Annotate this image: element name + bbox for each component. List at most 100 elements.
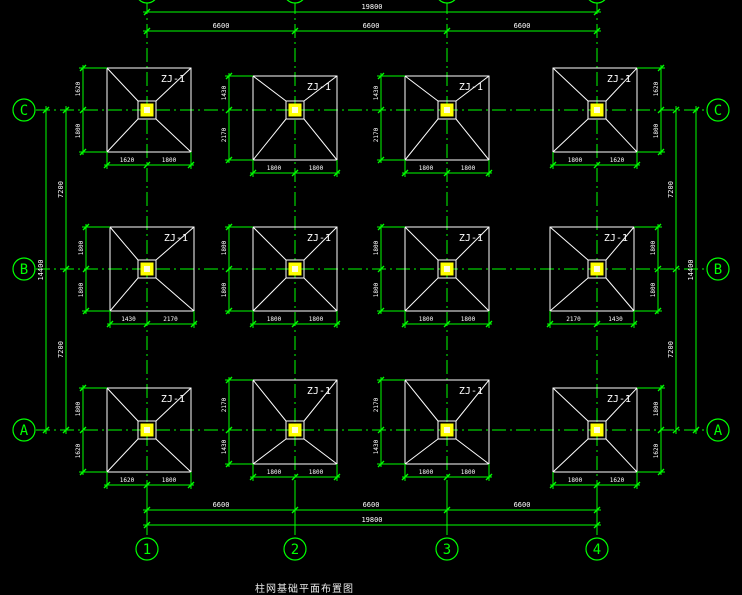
- dim-top-tick: [143, 27, 151, 35]
- dim-top-span-label: 6600: [213, 22, 230, 30]
- dim-top-span-label: 6600: [514, 22, 531, 30]
- footing-outline: [106, 67, 192, 153]
- footing-slope-line: [605, 438, 638, 473]
- footing-pedestal: [437, 259, 457, 279]
- footing-slope-line: [455, 75, 490, 102]
- footing-dim-label: 1430: [221, 85, 228, 100]
- footing-slope-line: [404, 118, 439, 161]
- footing-dim-tick: [657, 106, 665, 114]
- dim-bottom-span-label: 6600: [213, 501, 230, 509]
- footing-dim-tick: [593, 161, 601, 169]
- axis-bubble-left-C-label: C: [20, 103, 28, 119]
- footing-dim-tick: [443, 320, 451, 328]
- footing-dim-tick: [377, 426, 385, 434]
- footing-outline: [109, 226, 195, 312]
- footing-dim-label: 1800: [309, 469, 324, 476]
- footing-slope-line: [404, 75, 439, 102]
- footing-dim-tick: [549, 481, 557, 489]
- footing-dim-label: 1620: [653, 81, 660, 96]
- footing-outline: [404, 75, 490, 161]
- footing-dim-label: 1620: [120, 477, 135, 484]
- footing-tag: ZJ-1: [459, 82, 483, 93]
- footing-dim-tick: [657, 384, 665, 392]
- axis-bubble-top-1-label: 1: [143, 0, 151, 1]
- footing-slope-line: [404, 438, 439, 465]
- footing-dim-tick: [103, 481, 111, 489]
- footing-slope-line: [155, 277, 195, 312]
- footing-dim-label: 1800: [373, 240, 380, 255]
- footing-dim-tick: [633, 161, 641, 169]
- footing-outline: [552, 67, 638, 153]
- footing-dim-tick: [546, 320, 554, 328]
- footing-dim-label: 1430: [373, 439, 380, 454]
- footing-dim-tick: [654, 265, 662, 273]
- footing-dim-tick: [143, 161, 151, 169]
- footing-dim-tick: [225, 106, 233, 114]
- footing-dim-label: 1800: [162, 157, 177, 164]
- footing-dim-label: 1620: [120, 157, 135, 164]
- footing-slope-line: [552, 438, 589, 473]
- footing-pedestal: [285, 420, 305, 440]
- footing-tag: ZJ-1: [164, 233, 188, 244]
- footing-dim-tick: [630, 320, 638, 328]
- axis-bubble-left-A-circle: [12, 418, 36, 442]
- footing-dim-label: 1800: [309, 165, 324, 172]
- footing-dim-tick: [79, 106, 87, 114]
- footing-dim-label: 1800: [162, 477, 177, 484]
- footing-tag: ZJ-1: [459, 233, 483, 244]
- column-section-core: [444, 266, 450, 272]
- footing-slope-line: [552, 67, 589, 102]
- footing-slope-line: [455, 379, 490, 422]
- footing-dim-tick: [225, 307, 233, 315]
- footing-slope-line: [303, 438, 338, 465]
- axis-bubble-left-B-label: B: [20, 262, 28, 278]
- dim-bottom-overall-label: 19800: [361, 516, 382, 524]
- footing-dim-tick: [654, 307, 662, 315]
- footing-outline: [106, 387, 192, 473]
- footing-dim-label: 1620: [610, 477, 625, 484]
- footing-dim-label: 1620: [75, 443, 82, 458]
- footing-dim-label: 1800: [221, 240, 228, 255]
- footing-slope-line: [455, 226, 490, 261]
- footing-slope-line: [303, 75, 338, 102]
- footing-dim-label: 1800: [650, 282, 657, 297]
- footing-slope-line: [155, 118, 192, 153]
- dim-right-tick: [672, 265, 680, 273]
- dim-left-span-label: 7200: [57, 341, 65, 358]
- footing-dim-tick: [225, 376, 233, 384]
- footing-dim-label: 1800: [267, 316, 282, 323]
- axis-bubble-left-C-circle: [12, 98, 36, 122]
- footing-slope-line: [303, 277, 338, 312]
- footing-dim-tick: [187, 161, 195, 169]
- footing-dim-tick: [401, 473, 409, 481]
- footing-slope-line: [552, 118, 589, 153]
- footing-dim-label: 1800: [309, 316, 324, 323]
- axis-bubble-top-4-label: 4: [593, 0, 601, 1]
- footing-dim-label: 1800: [419, 316, 434, 323]
- footing-dim-label: 1800: [650, 240, 657, 255]
- dim-right-tick: [672, 426, 680, 434]
- column-section-core: [444, 427, 450, 433]
- footing-slope-line: [404, 379, 439, 422]
- dim-top-tick: [593, 27, 601, 35]
- column-section-core: [292, 427, 298, 433]
- footing-pedestal: [285, 100, 305, 120]
- footing-dim-label: 2170: [163, 316, 178, 323]
- footing-dim-tick: [79, 426, 87, 434]
- footing-dim-tick: [377, 307, 385, 315]
- footing-slope-line: [252, 75, 287, 102]
- axis-bubble-top-3-circle: [438, 0, 456, 4]
- footing-tag: ZJ-1: [161, 74, 185, 85]
- axis-bubble-right-A-label: A: [714, 423, 723, 439]
- footing-dim-label: 1800: [568, 157, 583, 164]
- axis-bubble-top-1-circle: [138, 0, 156, 4]
- axis-bubble-right-A-circle: [706, 418, 730, 442]
- column-section-core: [144, 266, 150, 272]
- footing-slope-line: [605, 387, 638, 422]
- axis-bubble-left-A-label: A: [20, 423, 29, 439]
